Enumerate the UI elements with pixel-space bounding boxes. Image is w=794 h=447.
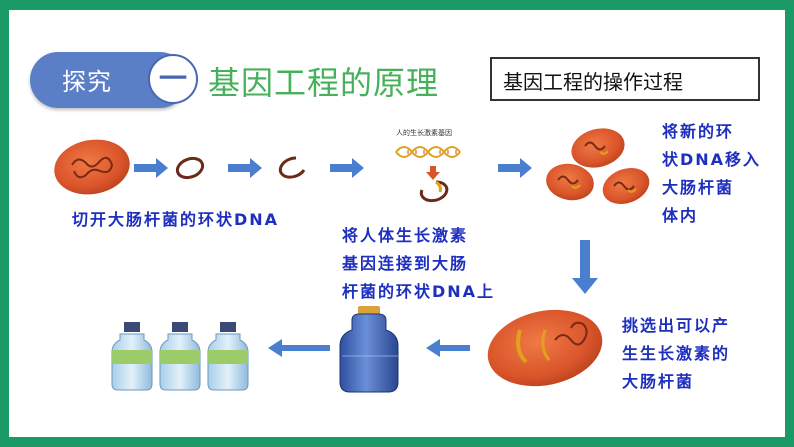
arrow-icon bbox=[426, 339, 470, 357]
bacteria-group-icon bbox=[546, 128, 650, 204]
bottle-icon bbox=[159, 322, 201, 391]
caption-line: 体内 bbox=[662, 206, 699, 225]
frame-bottom-bar bbox=[0, 437, 794, 447]
caption-select: 挑选出可以产 生生长激素的 大肠杆菌 bbox=[622, 312, 730, 396]
caption-line: 生生长激素的 bbox=[622, 344, 731, 363]
cut-plasmid-icon bbox=[278, 156, 306, 179]
caption-line: 基因连接到大肠 bbox=[342, 254, 469, 273]
culture-jar-icon bbox=[339, 306, 399, 393]
bottle-icon bbox=[111, 322, 153, 391]
section-label: 探究 bbox=[62, 68, 112, 96]
caption-line: 状DNA移入 bbox=[662, 150, 762, 169]
caption-line: 将人体生长激素 bbox=[342, 226, 469, 245]
caption-line: 挑选出可以产 bbox=[622, 316, 731, 335]
page-title: 基因工程的原理 bbox=[208, 64, 440, 102]
bottle-icon bbox=[207, 322, 249, 391]
plasmid-ring-icon bbox=[175, 156, 205, 180]
arrow-icon bbox=[330, 158, 364, 178]
gene-label: 人的生长激素基因 bbox=[396, 129, 452, 137]
bacterium-icon bbox=[54, 139, 130, 195]
arrow-icon bbox=[498, 158, 532, 178]
frame-top-bar bbox=[0, 0, 794, 10]
frame-left-bar bbox=[0, 0, 9, 447]
section-number-circle bbox=[148, 54, 198, 104]
section-number: 一 bbox=[158, 62, 187, 95]
arrow-icon bbox=[268, 339, 330, 357]
process-title-box bbox=[490, 57, 760, 101]
frame-right-bar bbox=[785, 0, 794, 447]
caption-line: 杆菌的环状DNA上 bbox=[342, 282, 496, 301]
arrow-icon bbox=[572, 240, 598, 294]
caption-line: 大肠杆菌 bbox=[662, 178, 735, 197]
caption-line: 将新的环 bbox=[662, 122, 735, 141]
large-bacterium-icon bbox=[487, 309, 603, 387]
caption-connect-gene: 将人体生长激素 基因连接到大肠 杆菌的环状DNA上 bbox=[342, 222, 495, 306]
caption-cut-plasmid: 切开大肠杆菌的环状DNA bbox=[72, 210, 280, 229]
arrow-icon bbox=[134, 158, 168, 178]
arrow-icon bbox=[228, 158, 262, 178]
caption-line: 大肠杆菌 bbox=[622, 372, 695, 391]
process-title: 基因工程的操作过程 bbox=[503, 70, 683, 94]
dna-helix-icon bbox=[395, 146, 461, 203]
caption-transfer: 将新的环 状DNA移入 大肠杆菌 体内 bbox=[662, 118, 761, 230]
